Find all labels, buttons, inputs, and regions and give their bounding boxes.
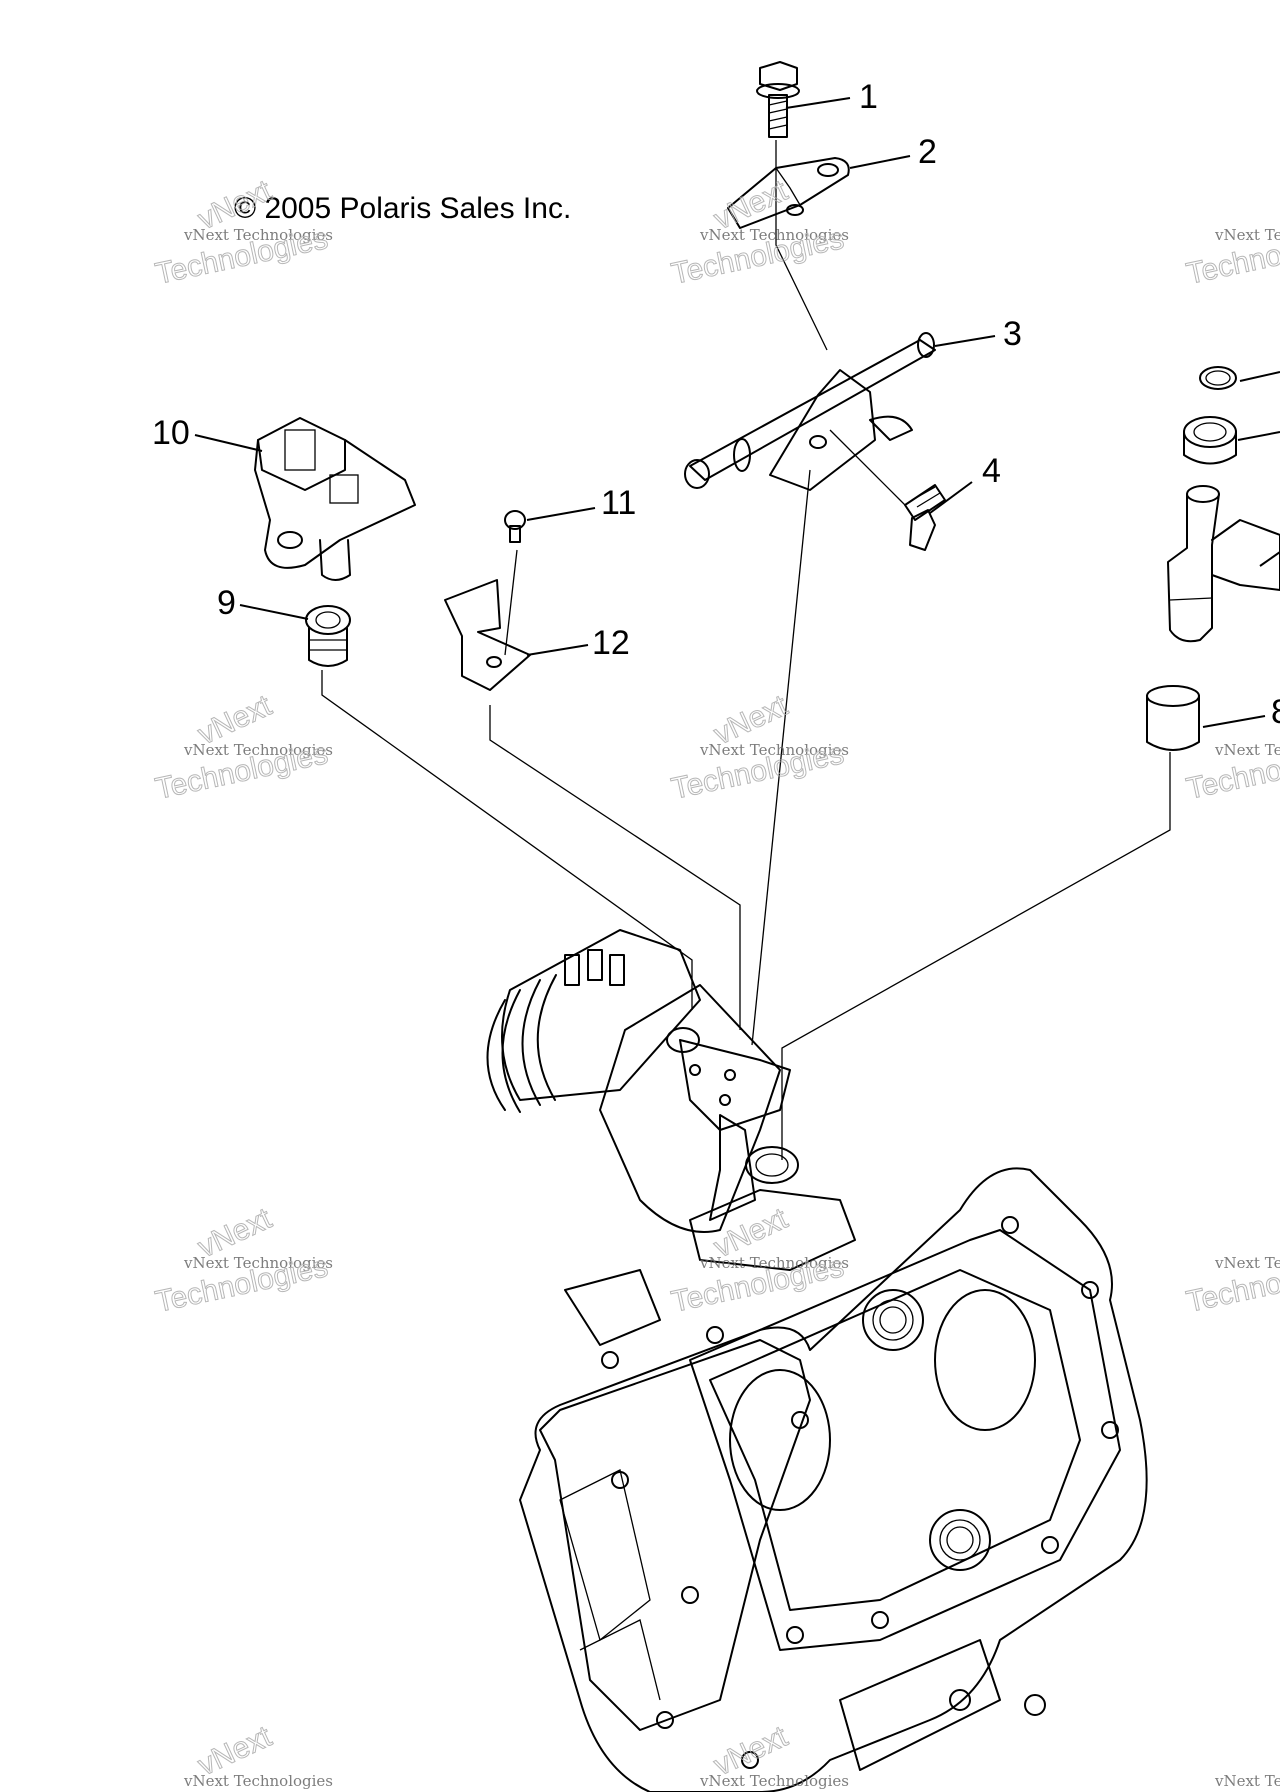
part-2-bracket (727, 157, 850, 229)
callout-8: 8 (1202, 693, 1280, 731)
cylinder-head (519, 1167, 1148, 1792)
watermark-6: vNext Technologies Technologies (1183, 737, 1280, 807)
svg-text:vNext Technologies: vNext Technologies (699, 1772, 849, 1790)
callout-6 (1237, 431, 1280, 441)
callout-4: 4 (929, 452, 1001, 514)
svg-text:8: 8 (1271, 693, 1280, 731)
svg-text:1: 1 (859, 78, 878, 116)
svg-text:4: 4 (982, 452, 1001, 490)
part-10-sensor (254, 417, 416, 581)
svg-text:vNext Technologies: vNext Technologies (183, 1254, 333, 1272)
callout-9: 9 (217, 584, 309, 622)
svg-text:11: 11 (601, 484, 636, 522)
svg-text:vNext Technologies: vNext Technologies (183, 226, 333, 244)
watermark-9: vNext Technologies Technologies (1183, 1250, 1280, 1320)
part-8-spacer (1146, 685, 1200, 751)
callout-11: 11 (526, 484, 636, 522)
svg-text:12: 12 (592, 624, 630, 662)
svg-text:vNext Technologies: vNext Technologies (1214, 741, 1280, 759)
callout-3: 3 (934, 315, 1022, 353)
watermark-3: vNext Technologies Technologies (1183, 222, 1280, 292)
callout-7 (1259, 551, 1280, 567)
svg-text:vNext Technologies: vNext Technologies (183, 1772, 333, 1790)
svg-text:9: 9 (217, 584, 236, 622)
part-9-grommet (305, 605, 351, 667)
svg-text:2: 2 (918, 133, 937, 171)
svg-text:vNext Technologies: vNext Technologies (183, 741, 333, 759)
watermark-layer: vNext Technologies Technologies vNext vN… (152, 173, 1280, 1790)
watermark-5: vNext Technologies Technologies vNext (668, 688, 849, 806)
svg-text:10: 10 (152, 414, 190, 452)
svg-text:vNext Technologies: vNext Technologies (699, 1254, 849, 1272)
part-7-fuel-injector (1167, 485, 1280, 643)
watermark-8: vNext Technologies Technologies vNext (668, 1201, 849, 1319)
svg-text:vNext Technologies: vNext Technologies (1214, 1772, 1280, 1790)
svg-text:3: 3 (1003, 315, 1022, 353)
part-4-bolt (904, 484, 946, 551)
copyright-notice: © 2005 Polaris Sales Inc. (234, 192, 571, 225)
watermark-4: vNext Technologies Technologies vNext (152, 688, 333, 806)
callout-10: 10 (152, 414, 263, 452)
part-5-o-ring (1199, 366, 1237, 390)
throttle-body (486, 929, 856, 1271)
part-11-screw (504, 510, 526, 543)
svg-text:vNext Technologies: vNext Technologies (1214, 1254, 1280, 1272)
svg-text:vNext Technologies: vNext Technologies (699, 226, 849, 244)
assembly-lines (321, 140, 1171, 1160)
part-1-bolt (756, 61, 800, 138)
watermark-11: vNext Technologies vNext (699, 1719, 849, 1790)
watermark-7: vNext Technologies Technologies vNext (152, 1201, 333, 1319)
svg-text:vNext Technologies: vNext Technologies (1214, 226, 1280, 244)
part-3-fuel-rail (684, 332, 936, 491)
watermark-10: vNext Technologies vNext (183, 1719, 333, 1790)
svg-text:vNext Technologies: vNext Technologies (699, 741, 849, 759)
part-6-seal (1183, 416, 1237, 465)
callout-12: 12 (526, 624, 630, 662)
watermark-12: vNext Technologies (1214, 1772, 1280, 1790)
part-12-clip (444, 579, 531, 691)
callout-1: 1 (785, 78, 878, 116)
callout-5 (1239, 371, 1280, 382)
callout-2: 2 (849, 133, 937, 171)
